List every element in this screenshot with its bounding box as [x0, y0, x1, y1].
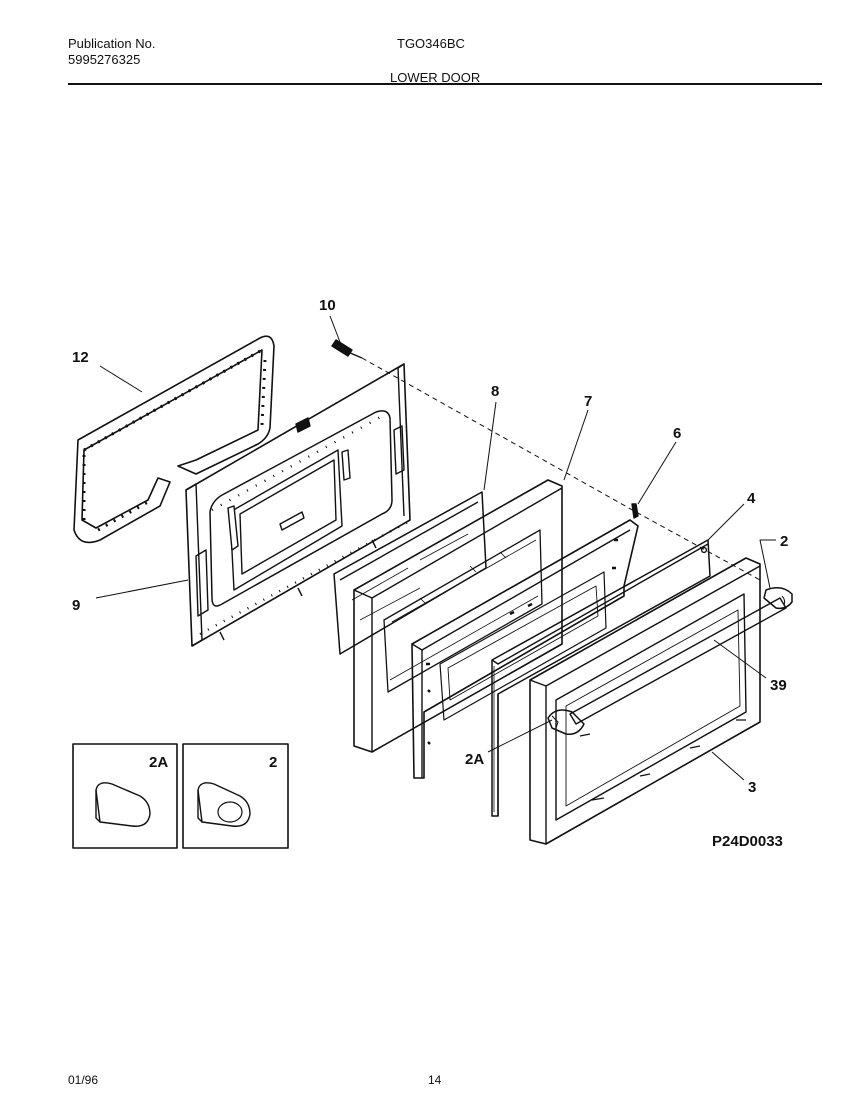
end-cap-2a	[95, 782, 151, 827]
publication-label: Publication No.	[68, 36, 156, 51]
part-9-door-liner	[185, 363, 411, 647]
callout-3: 3	[748, 779, 756, 796]
part-10-screw	[331, 339, 363, 359]
inset-box-2	[182, 743, 289, 849]
header-rule	[68, 83, 822, 85]
end-cap-2	[197, 782, 251, 827]
callout-2: 2	[780, 533, 788, 550]
callout-2a: 2A	[465, 751, 484, 768]
callout-6: 6	[673, 425, 681, 442]
part-4-glass	[491, 539, 711, 817]
section-title: LOWER DOOR	[390, 70, 481, 85]
diagram-code: P24D0033	[712, 833, 783, 850]
part-39-handle-assembly	[547, 587, 793, 736]
footer-page-number: 14	[428, 1073, 442, 1087]
callout-7: 7	[584, 393, 592, 410]
part-12-gasket	[73, 335, 275, 544]
callout-10: 10	[319, 297, 336, 314]
inset-label-2: 2	[269, 754, 277, 771]
part-3-outer-frame	[529, 557, 761, 845]
callout-4: 4	[747, 490, 756, 507]
model-number: TGO346BC	[397, 36, 465, 51]
inset-box-2a	[72, 743, 178, 849]
callout-39: 39	[770, 677, 787, 694]
inset-label-2a: 2A	[149, 754, 168, 771]
part-8-insulation	[333, 491, 487, 655]
leader-lines	[95, 315, 776, 781]
part-7-inner-panel	[353, 479, 563, 753]
callout-9: 9	[72, 597, 80, 614]
publication-number: 5995276325	[68, 52, 141, 67]
callout-12: 12	[72, 349, 89, 366]
callout-8: 8	[491, 383, 499, 400]
footer-date: 01/96	[68, 1073, 99, 1087]
explosion-axis	[361, 357, 761, 581]
part-6-window-frame	[411, 503, 639, 779]
